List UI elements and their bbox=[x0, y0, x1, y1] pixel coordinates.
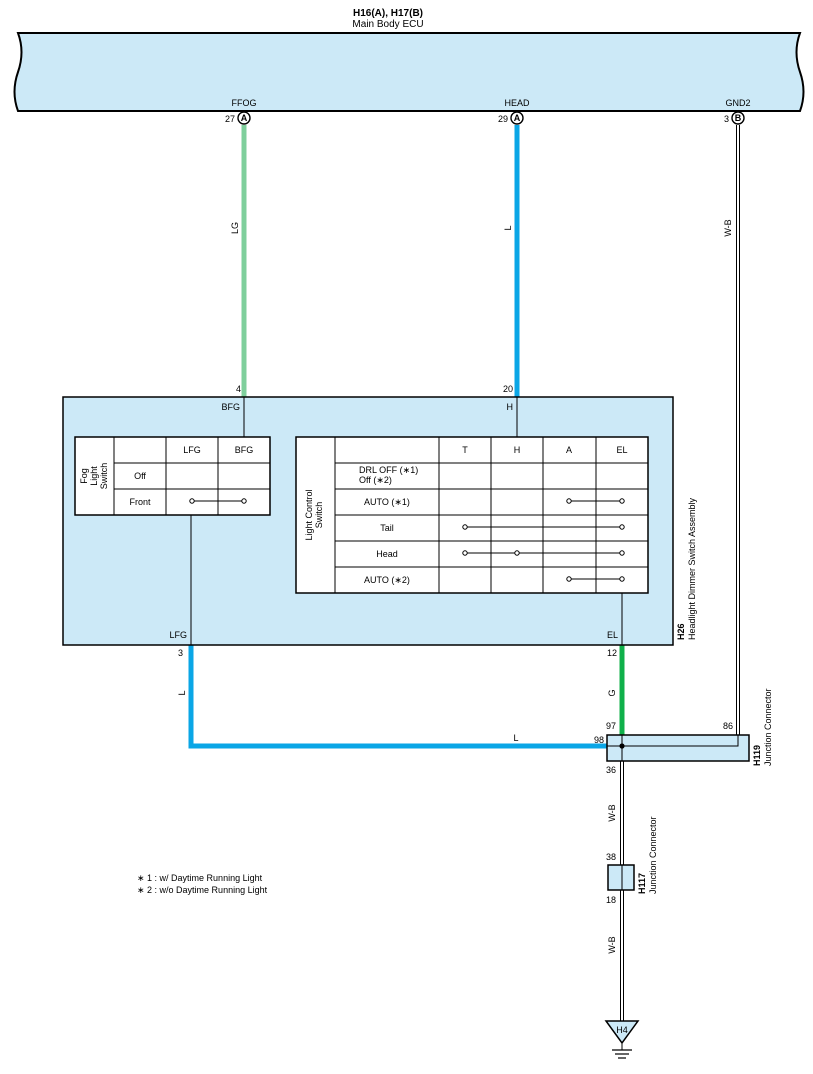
h119-pin-36: 36 bbox=[606, 765, 616, 775]
wire-label-l-head: L bbox=[503, 225, 513, 230]
svg-text:H117: H117 bbox=[637, 873, 647, 894]
fog-switch-label-2: Light bbox=[89, 466, 99, 486]
terminal-ffog: A 27 bbox=[225, 111, 251, 125]
light-control-switch-table: Light Control Switch T H A EL DRL OFF (∗… bbox=[295, 436, 649, 594]
light-col-el: EL bbox=[616, 445, 627, 455]
fog-row-off: Off bbox=[134, 471, 146, 481]
h119-junction-dot bbox=[619, 743, 625, 749]
wire-label-g: G bbox=[607, 689, 617, 696]
fog-col-lfg: LFG bbox=[183, 445, 201, 455]
main-body-ecu-block bbox=[13, 32, 805, 112]
light-row-head: Head bbox=[376, 549, 398, 559]
svg-text:Headlight Dimmer Switch Assemb: Headlight Dimmer Switch Assembly bbox=[687, 497, 697, 640]
h119-pin-86: 86 bbox=[723, 721, 733, 731]
fog-switch-label-3: Switch bbox=[99, 463, 109, 490]
light-col-a: A bbox=[566, 445, 572, 455]
pin-num-3: 3 bbox=[178, 648, 183, 658]
light-col-t: T bbox=[462, 445, 468, 455]
wire-l-lfg bbox=[188, 645, 607, 749]
ecu-subtitle: Main Body ECU bbox=[352, 19, 423, 30]
pin-name-lfg: LFG bbox=[169, 630, 187, 640]
svg-text:Junction Connector: Junction Connector bbox=[763, 688, 773, 766]
light-switch-label-2: Switch bbox=[314, 502, 324, 529]
h117-label: H117 Junction Connector bbox=[637, 816, 658, 894]
pin-num-12: 12 bbox=[607, 648, 617, 658]
pin-num-20: 20 bbox=[503, 384, 513, 394]
fog-row-front: Front bbox=[129, 497, 151, 507]
terminal-head: A 29 bbox=[498, 111, 524, 125]
ecu-title: H16(A), H17(B) bbox=[353, 8, 423, 19]
wire-label-lg: LG bbox=[230, 222, 240, 234]
wire-label-wb-gnd2: W-B bbox=[723, 219, 733, 236]
fog-light-switch-table: Fog Light Switch LFG BFG Off Front bbox=[74, 436, 271, 516]
h119-junction-connector bbox=[606, 734, 750, 762]
light-row-off: Off (∗2) bbox=[359, 475, 392, 485]
light-row-tail: Tail bbox=[380, 523, 394, 533]
switch-assembly-label: H26 Headlight Dimmer Switch Assembly bbox=[676, 497, 697, 640]
svg-text:B: B bbox=[735, 113, 742, 123]
h119-pin-97: 97 bbox=[606, 721, 616, 731]
pin-num-head: 29 bbox=[498, 114, 508, 124]
fog-switch-label-1: Fog bbox=[79, 468, 89, 484]
svg-text:H26: H26 bbox=[676, 623, 686, 640]
h117-pin-38: 38 bbox=[606, 852, 616, 862]
pin-name-h: H bbox=[507, 402, 514, 412]
h119-pin-98: 98 bbox=[594, 735, 604, 745]
pin-name-ffog: FFOG bbox=[232, 98, 257, 108]
svg-text:H119: H119 bbox=[752, 745, 762, 766]
pin-num-4: 4 bbox=[236, 384, 241, 394]
svg-text:A: A bbox=[241, 113, 248, 123]
h117-pin-18: 18 bbox=[606, 895, 616, 905]
pin-name-bfg: BFG bbox=[221, 402, 240, 412]
light-row-auto1: AUTO (∗1) bbox=[364, 497, 410, 507]
h119-internal-bus bbox=[607, 735, 739, 747]
svg-text:A: A bbox=[514, 113, 521, 123]
ground-code: H4 bbox=[616, 1025, 628, 1035]
pin-num-gnd2: 3 bbox=[724, 114, 729, 124]
light-row-auto2: AUTO (∗2) bbox=[364, 575, 410, 585]
wire-label-wb-2: W-B bbox=[607, 936, 617, 953]
ground-h4: H4 bbox=[604, 1020, 640, 1059]
light-switch-label-1: Light Control bbox=[304, 489, 314, 540]
pin-name-el: EL bbox=[607, 630, 618, 640]
pin-name-gnd2: GND2 bbox=[725, 98, 750, 108]
svg-text:Junction Connector: Junction Connector bbox=[648, 816, 658, 894]
pin-num-ffog: 27 bbox=[225, 114, 235, 124]
light-row-drl-off: DRL OFF (∗1) bbox=[359, 465, 418, 475]
wire-label-l-lfg: L bbox=[177, 690, 187, 695]
wire-label-wb-1: W-B bbox=[607, 804, 617, 821]
note-2: ∗ 2 : w/o Daytime Running Light bbox=[137, 885, 268, 895]
note-1: ∗ 1 : w/ Daytime Running Light bbox=[137, 873, 263, 883]
light-col-h: H bbox=[514, 445, 521, 455]
terminal-gnd2: B 3 bbox=[724, 111, 745, 125]
fog-col-bfg: BFG bbox=[235, 445, 254, 455]
h119-label: H119 Junction Connector bbox=[752, 688, 773, 766]
h117-junction-connector bbox=[607, 864, 635, 891]
pin-name-head: HEAD bbox=[504, 98, 530, 108]
wire-label-l-bottom: L bbox=[513, 733, 518, 743]
